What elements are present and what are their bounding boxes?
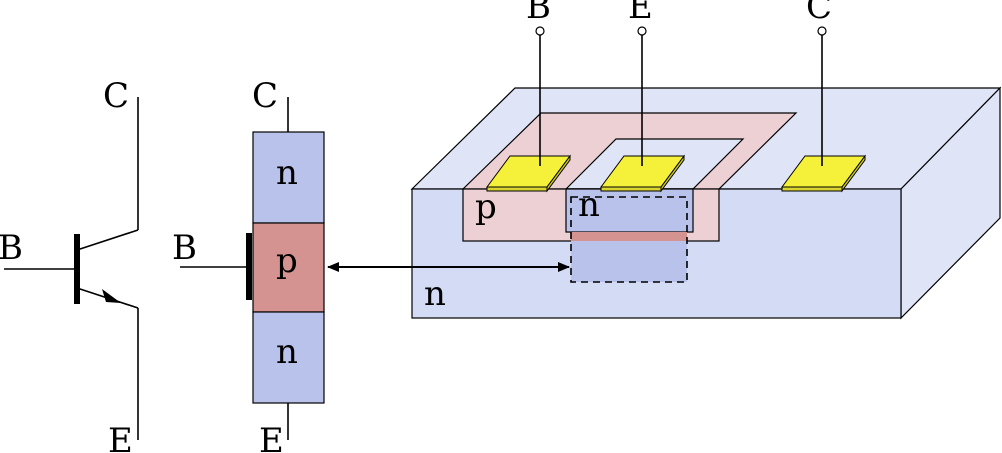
device-p-region-label: p (475, 187, 497, 227)
collector-terminal-node (817, 26, 827, 36)
stack-base-label: B (172, 228, 197, 268)
symbol-base-label: B (0, 228, 23, 268)
device-substrate-label: n (424, 274, 446, 314)
base-terminal-node (535, 26, 545, 36)
npn-layer-stack: n p n C B E (172, 76, 325, 453)
stack-middle-layer-label: p (276, 241, 298, 281)
stack-emitter-label: E (259, 421, 284, 453)
device-base-terminal-label: B (526, 0, 551, 27)
emitter-n-region (565, 188, 694, 233)
stack-collector-label: C (252, 76, 278, 116)
active-region-outline (570, 196, 688, 283)
stack-middle-p-layer (252, 222, 325, 313)
symbol-emitter-arrow (102, 289, 121, 303)
symbol-collector-lead (76, 229, 139, 251)
stack-top-layer-label: n (276, 153, 298, 193)
transistor-symbol: C B E (0, 76, 139, 453)
stack-bottom-layer-label: n (276, 332, 298, 372)
collector-n-region (571, 241, 687, 282)
device-emitter-terminal-label: E (628, 0, 653, 27)
planar-device: B E C p n n (410, 0, 1002, 320)
stack-top-n-layer (252, 131, 325, 224)
symbol-collector-label: C (103, 76, 129, 116)
device-n-emitter-label: n (578, 185, 600, 225)
symbol-emitter-label: E (108, 421, 133, 453)
base-p-strip (571, 232, 687, 241)
collector-contact-pad (781, 154, 866, 193)
emitter-contact-pad (600, 154, 685, 193)
emitter-terminal-node (637, 26, 647, 36)
base-contact-pad (486, 154, 571, 193)
device-collector-terminal-label: C (806, 0, 832, 27)
